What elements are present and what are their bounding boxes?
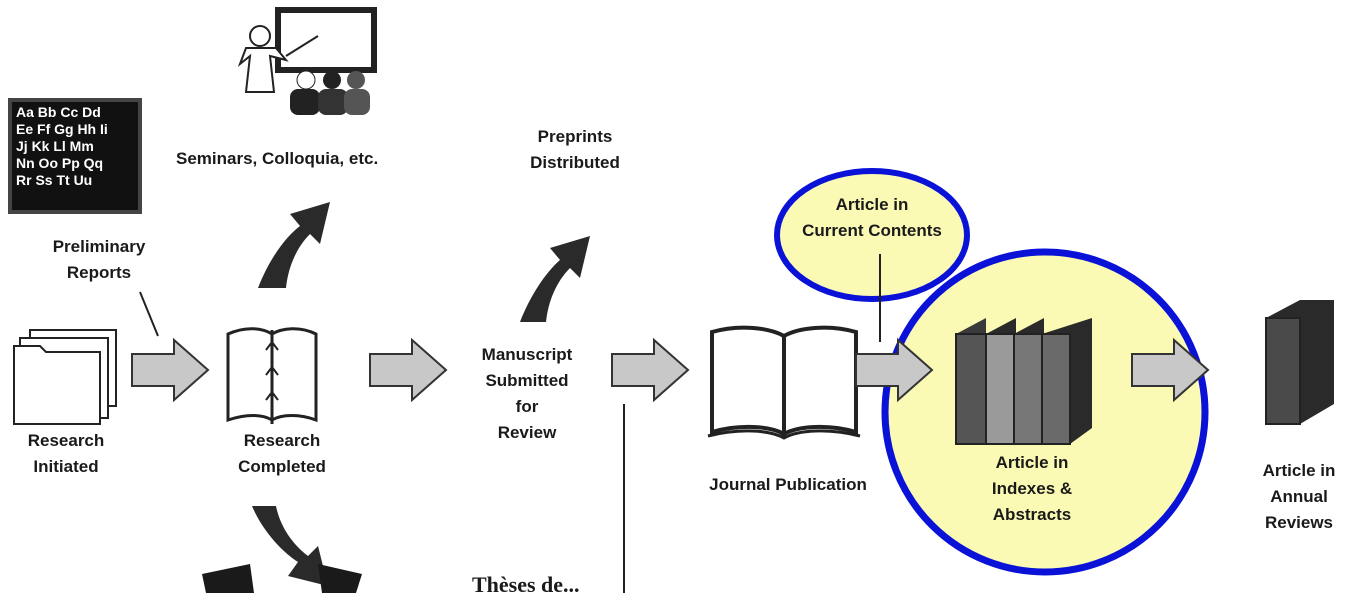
open-book-icon [707, 325, 861, 440]
research-completed-line-1: Research [243, 431, 321, 450]
preprints-label: Preprints Distributed [520, 126, 630, 174]
preprints-line-2: Distributed [530, 153, 620, 172]
preliminary-line-1: Preliminary [52, 237, 146, 256]
arrow-3 [611, 339, 689, 401]
manuscript-line-2: Submitted [485, 371, 569, 390]
indexes-line-3: Abstracts [992, 505, 1072, 524]
curved-up-arrow-1 [258, 202, 330, 288]
journal-publication-text: Journal Publication [709, 475, 867, 494]
preliminary-pointer-line [139, 291, 159, 337]
chalkboard-line: Aa Bb Cc Dd [16, 104, 101, 120]
folder-icon [13, 329, 117, 425]
preliminary-line-2: Reports [66, 263, 132, 282]
chalkboard-line: Rr Ss Tt Uu [16, 172, 93, 188]
single-volume-icon [1265, 300, 1334, 425]
chalkboard-icon [8, 98, 142, 214]
manuscript-line-3: for [515, 397, 539, 416]
chalkboard-line: Jj Kk Ll Mm [16, 138, 94, 154]
research-initiated-line-2: Initiated [33, 457, 99, 476]
chalkboard-text: Aa Bb Cc Dd Ee Ff Gg Hh Ii Jj Kk Ll Mm N… [16, 104, 138, 189]
indexes-line-2: Indexes & [991, 479, 1073, 498]
bottom-text-value: Thèses de... [472, 572, 580, 597]
preprints-line-1: Preprints [537, 127, 613, 146]
arrow-2 [369, 339, 447, 401]
bottom-shape-right [318, 564, 362, 593]
current-contents-circle [774, 168, 970, 302]
notebook-icon [226, 327, 318, 424]
journal-publication-label: Journal Publication [688, 474, 888, 496]
arrow-1 [131, 339, 209, 401]
indexes-line-1: Article in [995, 453, 1069, 472]
chalkboard-line: Nn Oo Pp Qq [16, 155, 104, 171]
indexes-abstracts-label: Article in Indexes & Abstracts [972, 452, 1092, 526]
chalkboard-line: Ee Ff Gg Hh Ii [16, 121, 108, 137]
manuscript-line-1: Manuscript [481, 345, 573, 364]
annual-reviews-line-1: Article in [1262, 461, 1336, 480]
curved-up-arrow-2 [520, 236, 590, 322]
research-initiated-label: Research Initiated [14, 430, 118, 478]
annual-reviews-line-2: Annual [1270, 487, 1328, 506]
current-contents-line-1: Article in [835, 195, 909, 214]
curved-down-arrow [252, 506, 328, 586]
current-contents-label: Article in Current Contents [782, 194, 962, 242]
research-completed-line-2: Completed [238, 457, 326, 476]
volumes-icon [955, 318, 1092, 445]
seminar-icon [237, 7, 377, 115]
preliminary-reports-label: Preliminary Reports [34, 236, 164, 284]
bottom-text: Thèses de... [472, 574, 602, 596]
bottom-shape-left [202, 564, 254, 593]
seminars-label: Seminars, Colloquia, etc. [176, 148, 392, 170]
current-contents-line-2: Current Contents [802, 221, 942, 240]
seminars-text: Seminars, Colloquia, etc. [176, 149, 379, 168]
manuscript-line-4: Review [497, 423, 557, 442]
research-initiated-line-1: Research [27, 431, 105, 450]
annual-reviews-line-3: Reviews [1264, 513, 1334, 532]
manuscript-label: Manuscript Submitted for Review [462, 344, 592, 444]
annual-reviews-label: Article in Annual Reviews [1249, 460, 1349, 534]
research-completed-label: Research Completed [224, 430, 340, 478]
